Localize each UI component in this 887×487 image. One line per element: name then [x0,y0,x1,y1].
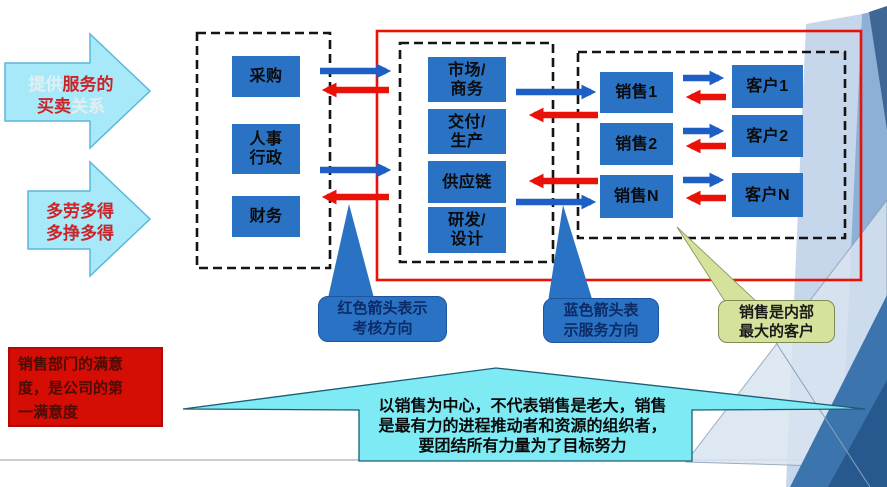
satisfaction-note-box: 销售部门的满意 度，是公司的第 一满意度 [8,347,163,427]
dept-box-finance: 财务 [232,196,300,237]
service-arrow-label-part1: 提供 [28,75,63,94]
service-arrow-label-part2: 服务的 [62,75,114,94]
sales-box-2: 销售2 [600,123,673,165]
sales-customer-group-frame [576,50,847,240]
internal-customer-callout: 销售是内部 最大的客户 [718,300,835,343]
red-arrow-note-callout: 红色箭头表示 考核方向 [318,296,447,342]
dept-box-procurement: 采购 [232,56,300,97]
blue-note-pointer [548,205,593,302]
service-arrow-label-part3: 买卖 [37,97,71,116]
dept-box-hr-admin: 人事 行政 [232,124,300,174]
sales-box-n: 销售N [600,175,673,218]
customer-box-2: 客户2 [732,115,803,157]
dept-box-delivery-production: 交付/ 生产 [428,109,506,154]
dept-box-supply-chain: 供应链 [428,161,506,203]
dept-box-marketing-commerce: 市场/ 商务 [428,57,506,102]
service-block-arrow [4,32,152,150]
dept-box-rnd-design: 研发/ 设计 [428,207,506,253]
banner-text: 以销售为中心，不代表销售是老大，销售 是最有力的进程推动者和资源的组织者， 要团… [378,398,667,455]
decor-bottom-darker-triangle [828,380,887,487]
reward-arrow-label: 多劳多得 多挣多得 [46,202,114,243]
service-arrow-label-part4: 关系 [71,97,105,116]
blue-arrow-note-callout: 蓝色箭头表 示服务方向 [543,298,659,343]
reward-block-arrow [27,160,152,278]
banner-shape [182,367,866,462]
decor-top-corner-wedge [869,6,887,130]
customer-box-n: 客户N [732,173,803,217]
customer-box-1: 客户1 [732,65,803,108]
service-arrow-label: 提供服务的 买卖关系 [6,74,136,118]
red-assessment-frame [375,29,863,282]
support-group-frame [195,31,332,270]
sales-box-1: 销售1 [600,72,673,113]
red-note-pointer [328,204,374,298]
core-group-frame [398,41,555,264]
